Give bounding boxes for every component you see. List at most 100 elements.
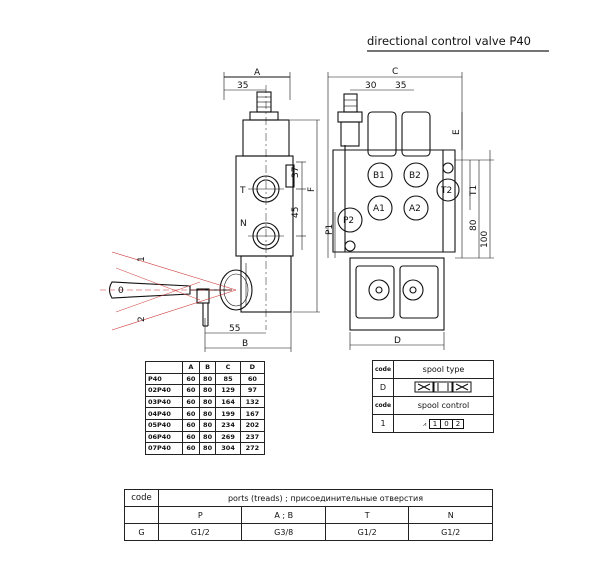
table-row: 02P40 60 80 129 97	[145, 384, 266, 397]
port-a1-label: A1	[373, 204, 385, 214]
dimension-table-header: A B C D	[145, 361, 266, 374]
port-p1-label: P1	[325, 224, 335, 235]
spool-type-code: D	[372, 378, 394, 397]
spool-type-header: spool type	[393, 360, 494, 379]
spool-type-symbol	[393, 378, 494, 397]
port-a2-label: A2	[409, 204, 421, 214]
pos-0: 0	[441, 418, 453, 429]
value-cell: 60	[182, 407, 200, 420]
model-cell: 06P40	[145, 430, 183, 444]
value-cell: 80	[198, 442, 217, 455]
port-t1-label: T1	[469, 185, 479, 197]
model-cell: 07P40	[145, 442, 183, 455]
value-cell: 80	[198, 384, 217, 397]
column-t: T	[324, 506, 410, 524]
value-t: G1/2	[324, 523, 410, 541]
ports-header: ports (treads) ; присоединительные отвер…	[158, 489, 493, 507]
value-cell: 60	[182, 418, 200, 432]
ports-columns-row: P A ; B T N	[124, 506, 493, 524]
lever-pos-2-label: 2	[137, 316, 147, 322]
ports-table: code ports (treads) ; присоединительные …	[124, 489, 493, 541]
value-cell: 60	[182, 372, 200, 386]
header-cell: B	[198, 361, 217, 374]
dim-e-label: E	[452, 129, 462, 135]
value-cell: 132	[239, 395, 266, 409]
value-ab: G3/8	[241, 523, 326, 541]
front-view-labels: C 30 35 B1 B2 A1 A2 P2 T2 E T1 80 100 P1…	[325, 67, 490, 346]
port-t2-label: T2	[440, 186, 452, 196]
value-cell: 80	[198, 372, 217, 386]
dim-b-label: B	[242, 339, 248, 349]
table-row: 06P40 60 80 269 237	[145, 430, 266, 444]
column-p: P	[157, 506, 243, 524]
lever-pos-0-label: 0	[118, 286, 124, 296]
value-cell: 80	[198, 395, 217, 409]
drawing-title: directional control valve P40	[367, 34, 531, 48]
value-cell: 202	[239, 418, 266, 432]
code-header: code	[372, 396, 394, 415]
value-cell: 60	[182, 442, 200, 455]
value-cell: 272	[239, 442, 266, 455]
value-cell: 199	[215, 407, 241, 420]
spring-symbol-icon: ⩘	[422, 420, 427, 428]
spool-table: code spool type D code spool control 1 ⩘	[372, 360, 494, 433]
spool-type-header-row: code spool type	[372, 360, 494, 379]
port-t-side-label: T	[239, 186, 246, 196]
dim-45-label: 45	[291, 207, 301, 218]
ports-header-row: code ports (treads) ; присоединительные …	[124, 489, 493, 507]
side-view-labels: A 35 37 45 F T N 55 B 0 1 2	[118, 68, 317, 349]
lever-pos-1-label: 1	[137, 256, 147, 262]
model-cell: 04P40	[145, 407, 183, 420]
value-cell: 60	[239, 372, 266, 386]
value-p: G1/2	[157, 523, 243, 541]
pos-2: 2	[452, 418, 465, 429]
table-row: 04P40 60 80 199 167	[145, 407, 266, 420]
spool-control-header-row: code spool control	[372, 396, 494, 415]
spool-control-code: 1	[372, 414, 394, 433]
value-cell: 129	[215, 384, 241, 397]
table-row: 07P40 60 80 304 272	[145, 442, 266, 455]
column-ab: A ; B	[241, 506, 326, 524]
table-row: 03P40 60 80 164 132	[145, 395, 266, 409]
value-cell: 60	[182, 395, 200, 409]
value-cell: 97	[239, 384, 266, 397]
code-header: code	[372, 360, 394, 379]
header-cell: D	[239, 361, 266, 374]
header-cell	[145, 361, 183, 374]
spool-schematic-icon	[414, 381, 471, 392]
value-cell: 60	[182, 384, 200, 397]
value-cell: 164	[215, 395, 241, 409]
value-cell: 85	[215, 372, 241, 386]
port-n-side-label: N	[240, 219, 247, 229]
model-cell: 03P40	[145, 395, 183, 409]
value-cell: 80	[198, 430, 217, 444]
value-cell: 80	[198, 407, 217, 420]
value-cell: 167	[239, 407, 266, 420]
spool-control-header: spool control	[393, 396, 494, 415]
ports-values-row: G G1/2 G3/8 G1/2 G1/2	[124, 523, 493, 541]
model-cell: 05P40	[145, 418, 183, 432]
dim-100-label: 100	[480, 231, 490, 248]
empty-cell	[124, 506, 159, 524]
pos-1: 1	[428, 418, 442, 429]
table-row: 05P40 60 80 234 202	[145, 418, 266, 432]
value-cell: 60	[182, 430, 200, 444]
dim-35-front-label: 35	[395, 81, 406, 91]
column-n: N	[408, 506, 493, 524]
front-view	[327, 72, 494, 350]
dim-a-label: A	[254, 68, 261, 78]
port-b2-label: B2	[409, 171, 421, 181]
dim-30-label: 30	[365, 81, 377, 91]
value-cell: 237	[239, 430, 266, 444]
dim-55-label: 55	[229, 324, 240, 334]
header-cell: C	[215, 361, 241, 374]
dimension-table: A B C D P40 60 80 85 60 02P40 60 80 129 …	[145, 361, 266, 455]
model-cell: P40	[145, 372, 183, 386]
port-p2-label: P2	[343, 216, 354, 226]
row-code: G	[124, 523, 159, 541]
value-cell: 80	[198, 418, 217, 432]
dim-35-label: 35	[237, 81, 248, 91]
